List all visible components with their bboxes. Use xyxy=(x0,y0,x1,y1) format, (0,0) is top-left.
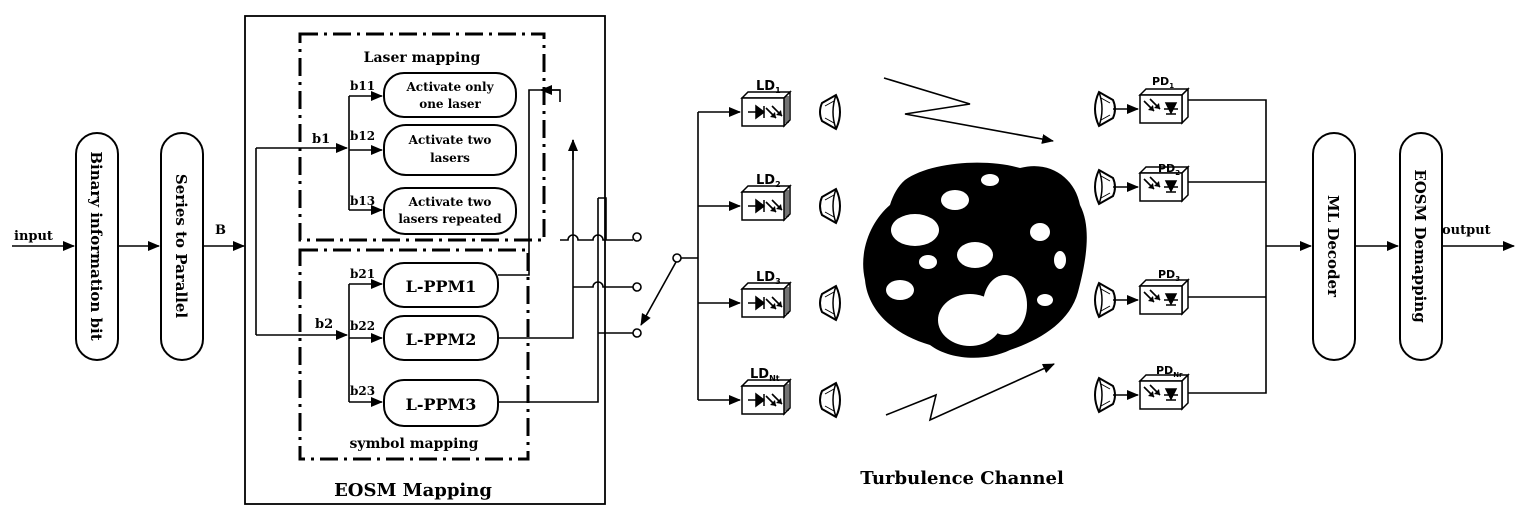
activate-two-lasers-line1: Activate two xyxy=(408,133,492,147)
lens-rx-nr xyxy=(1094,377,1116,413)
switch-contact-2 xyxy=(632,282,642,292)
lens-rx-2 xyxy=(1094,169,1116,205)
ml-decoder-label: ML Decoder xyxy=(1324,195,1342,298)
photodiode-3 xyxy=(1139,279,1189,315)
lens-tx-3 xyxy=(819,285,841,321)
b21-label: b21 xyxy=(350,267,375,281)
laser-diode-nt xyxy=(741,379,791,415)
lens-tx-1 xyxy=(819,94,841,130)
switch-contact-line-1 xyxy=(560,234,633,241)
b12-label: b12 xyxy=(350,129,375,143)
binary-info-bit-label: Binary information bit xyxy=(87,151,105,340)
switch-contact-1 xyxy=(632,232,642,242)
eosm-mapping-box xyxy=(244,15,606,505)
b23-label: b23 xyxy=(350,384,375,398)
activate-one-laser-line1: Activate only xyxy=(405,80,494,94)
activate-two-lasers-repeated-line1: Activate two xyxy=(408,195,492,209)
ld2-label: LD2 xyxy=(756,173,781,189)
beam-top-arrow xyxy=(883,77,1054,144)
laser-mapping-box xyxy=(298,32,546,242)
pd1-label: PD1 xyxy=(1152,75,1174,90)
b11-label: b11 xyxy=(350,79,375,93)
beam-bottom-arrow xyxy=(885,363,1055,422)
switch-pivot xyxy=(672,253,682,263)
switch-contact-3 xyxy=(632,328,642,338)
lppm1-label: L-PPM1 xyxy=(406,277,477,296)
turbulence-cloud xyxy=(863,162,1087,358)
activate-two-lasers-line2: lasers xyxy=(430,151,470,165)
lppm1-block xyxy=(383,262,499,308)
pd3-label: PD3 xyxy=(1158,268,1180,283)
laser-diode-3 xyxy=(741,282,791,318)
laser-diode-1 xyxy=(741,91,791,127)
ldnt-label: LDNt xyxy=(750,367,780,383)
pd-combine-line xyxy=(1188,99,1267,394)
eosm-mapping-title: EOSM Mapping xyxy=(334,480,492,501)
lppm3-label: L-PPM3 xyxy=(406,395,477,414)
switch-contact-line-2 xyxy=(573,281,633,288)
output-label: output xyxy=(1442,223,1491,238)
eosm-demapping-label: EOSM Demapping xyxy=(1411,169,1429,323)
lppm3-block xyxy=(383,379,499,427)
b1-label: b1 xyxy=(312,132,330,147)
pd2-label: PD2 xyxy=(1158,162,1180,177)
switch-blade xyxy=(640,261,677,326)
activate-two-lasers-block xyxy=(383,124,517,176)
activate-two-lasers-repeated-block xyxy=(383,187,517,235)
lens-rx-3 xyxy=(1094,282,1116,318)
input-label: input xyxy=(14,229,53,244)
symbol-mapping-box xyxy=(298,248,530,461)
photodiode-1 xyxy=(1139,88,1189,124)
pdnr-label: PDNr xyxy=(1156,364,1183,379)
activate-one-laser-block xyxy=(383,72,517,118)
lppm2-label: L-PPM2 xyxy=(406,330,477,349)
ld3-label: LD3 xyxy=(756,270,781,286)
feedback-lppm1-line xyxy=(498,89,561,276)
activate-two-lasers-repeated-line2: lasers repeated xyxy=(398,212,502,226)
laser-diode-2 xyxy=(741,185,791,221)
lens-tx-nt xyxy=(819,382,841,418)
symbol-mapping-title: symbol mapping xyxy=(350,436,479,452)
feedback-lppm2-line xyxy=(498,140,574,339)
b2-label: b2 xyxy=(315,317,333,332)
activate-one-laser-line2: one laser xyxy=(419,97,481,111)
b22-label: b22 xyxy=(350,319,375,333)
b13-label: b13 xyxy=(350,194,375,208)
feedback-lppm3-line xyxy=(498,198,599,403)
series-to-parallel-label: Series to Parallel xyxy=(172,174,190,319)
lens-rx-1 xyxy=(1094,91,1116,127)
ld1-label: LD1 xyxy=(756,79,781,95)
bus-b-label: B xyxy=(215,223,226,238)
turbulence-channel-label: Turbulence Channel xyxy=(860,468,1064,489)
lens-tx-2 xyxy=(819,188,841,224)
photodiode-nr xyxy=(1139,374,1189,410)
laser-mapping-title: Laser mapping xyxy=(364,50,481,66)
switch-vertical-link xyxy=(598,197,607,240)
